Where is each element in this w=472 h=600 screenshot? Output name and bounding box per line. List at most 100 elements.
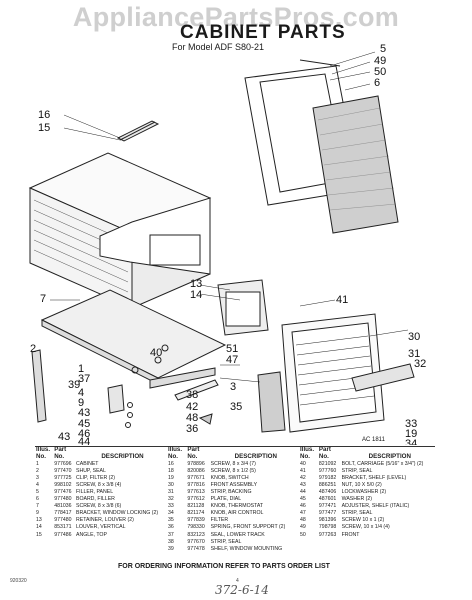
description-cell: STRIP, SEAL	[210, 538, 242, 545]
header-illus: Illus.No.	[36, 446, 51, 460]
callout-6: 6	[374, 77, 380, 89]
callout-44: 44	[78, 436, 90, 445]
description-cell: CABINET	[75, 460, 99, 467]
illus-no-cell: 33	[168, 503, 174, 510]
callout-35: 35	[230, 401, 242, 413]
part-no-cell: 798798	[318, 524, 337, 531]
handwritten-note: 372-6-14	[215, 583, 269, 597]
callout-7: 7	[40, 293, 46, 305]
description-cell: ANGLE, TOP	[75, 531, 107, 538]
description-cell: SCREW, 8 x 3/4 (7)	[210, 460, 256, 467]
description-cell: SCREW, 10 x 1/4 (4)	[341, 524, 390, 531]
description-cell: KNOB, THERMOSTAT	[210, 503, 264, 510]
callout-43: 43	[78, 407, 90, 419]
header-description: DESCRIPTION	[234, 452, 277, 460]
illus-no-cell: 15	[36, 531, 42, 538]
control-plate-part	[351, 363, 415, 392]
callout-48: 48	[186, 412, 198, 424]
illus-no-cell: 14	[36, 524, 42, 531]
callout-43-lower: 43	[58, 431, 70, 443]
description-cell: FRONT	[341, 531, 360, 538]
part-callouts: 16 15 5 49 50 6 13 14 41 30 51 47 31 32 …	[30, 43, 426, 445]
part-no-cell: 778417	[54, 510, 72, 517]
callout-41: 41	[336, 294, 348, 306]
description-cell: SCREW, 8 x 3/8 (4)	[75, 481, 122, 488]
part-no-cell: 821174	[187, 510, 205, 517]
callout-45: 45	[78, 418, 90, 430]
description-cell: KNOB, AIR CONTROL	[210, 510, 264, 517]
illus-no-cell: 6	[36, 496, 39, 503]
description-cell: STRIP, BACKING	[210, 488, 252, 495]
part-no-cell: 853171	[54, 524, 72, 531]
illus-no-cell: 44	[300, 488, 306, 495]
description-cell: FRONT ASSEMBLY	[210, 481, 258, 488]
illus-no-cell: 4	[36, 481, 39, 488]
table-row: 33 821128 KNOB, THERMOSTAT	[168, 503, 303, 510]
illus-no-cell: 42	[300, 474, 306, 481]
callout-38: 38	[186, 389, 198, 401]
callout-36: 36	[186, 423, 198, 435]
callout-40: 40	[150, 347, 162, 359]
description-cell: BRACKET, WINDOW LOCKING (2)	[75, 510, 159, 517]
callout-46: 46	[78, 428, 90, 440]
callout-15: 15	[38, 122, 50, 134]
illus-no-cell: 16	[168, 460, 174, 467]
illus-no-cell: 2	[36, 467, 39, 474]
description-cell: FILTER	[210, 517, 229, 524]
description-cell: BRACKET, SHELF (LEVEL)	[341, 474, 407, 481]
callout-31: 31	[408, 348, 420, 360]
part-no-cell: 977480	[54, 517, 72, 524]
callout-51: 51	[226, 343, 238, 355]
description-cell: STRIP, SEAL	[341, 467, 373, 474]
part-no-cell: 481036	[54, 503, 72, 510]
callout-50: 50	[374, 66, 386, 78]
callout-39: 39	[68, 379, 80, 391]
part-no-cell: 821128	[187, 503, 205, 510]
illus-no-cell: 13	[36, 517, 42, 524]
model-subtitle: For Model ADF S80-21	[172, 42, 265, 52]
louver-part	[217, 279, 269, 336]
description-cell: BOARD, FILLER	[75, 496, 115, 503]
part-no-cell: 979182	[318, 474, 337, 481]
callout-1: 1	[78, 363, 84, 375]
part-no-cell: 977477	[318, 510, 337, 517]
part-no-cell: 977470	[54, 467, 72, 474]
part-no-cell: 832123	[187, 531, 205, 538]
part-no-cell: 820086	[187, 467, 205, 474]
part-no-cell: 978896	[187, 460, 205, 467]
description-cell: STRIP, SEAL	[341, 510, 373, 517]
cabinet-part	[28, 152, 212, 309]
callout-42: 42	[186, 401, 198, 413]
part-no-cell: 977476	[54, 488, 72, 495]
description-cell: CLIP, FILTER (2)	[75, 474, 115, 481]
part-no-cell: 977613	[187, 488, 205, 495]
table-top-rule	[35, 446, 435, 447]
illus-no-cell: 37	[168, 531, 174, 538]
callout-47: 47	[226, 354, 238, 366]
part-no-cell: 886251	[318, 481, 337, 488]
part-no-cell: 977471	[318, 503, 337, 510]
description-cell: LOUVER, VERTICAL	[75, 524, 126, 531]
callout-16: 16	[38, 109, 50, 121]
part-no-cell: 977816	[187, 481, 205, 488]
part-no-cell: 977486	[54, 531, 72, 538]
description-cell: SCREW, 8 x 3/8 (6)	[75, 503, 122, 510]
part-no-cell: 977760	[318, 467, 337, 474]
